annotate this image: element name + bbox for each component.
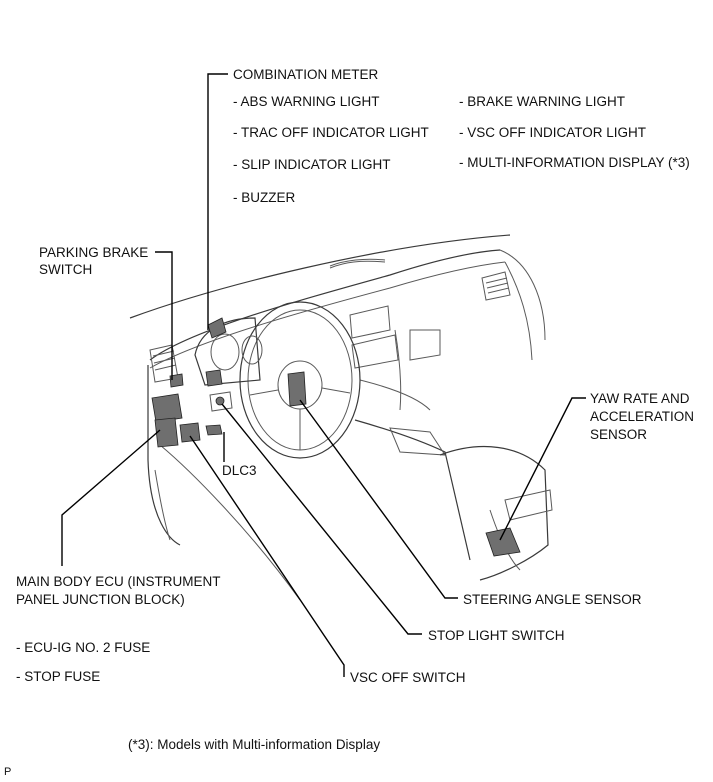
dlc3-label: DLC3 bbox=[222, 463, 257, 478]
leader-stop-light bbox=[221, 403, 422, 635]
vsc-off-switch-part bbox=[179, 422, 201, 443]
parking-brake-switch-label-line2: SWITCH bbox=[39, 262, 93, 277]
stop-fuse-label: - STOP FUSE bbox=[16, 669, 101, 684]
leader-yaw-rate bbox=[499, 397, 586, 541]
yaw-rate-label-line1: YAW RATE AND bbox=[590, 391, 690, 406]
yaw-rate-label-line3: SENSOR bbox=[590, 427, 648, 442]
dlc3-part bbox=[205, 424, 223, 436]
dashboard-outline bbox=[129, 234, 553, 601]
stop-light-switch-label: STOP LIGHT SWITCH bbox=[428, 628, 565, 643]
multi-information-display-label: - MULTI-INFORMATION DISPLAY (*3) bbox=[459, 155, 690, 170]
leader-steering-angle bbox=[299, 399, 458, 599]
abs-warning-light-label: - ABS WARNING LIGHT bbox=[233, 94, 380, 109]
corner-mark: P bbox=[4, 766, 12, 778]
parking-brake-switch-label-line1: PARKING BRAKE bbox=[39, 245, 149, 260]
footnote: (*3): Models with Multi-information Disp… bbox=[128, 737, 381, 752]
leader-parking-brake bbox=[155, 251, 173, 380]
component-parts bbox=[151, 317, 521, 557]
yaw-rate-label-line2: ACCELERATION bbox=[590, 409, 695, 424]
steering-angle-sensor-label: STEERING ANGLE SENSOR bbox=[463, 592, 642, 607]
combination-meter-part bbox=[207, 317, 227, 339]
buzzer-label: - BUZZER bbox=[233, 190, 296, 205]
main-body-ecu-label-line1: MAIN BODY ECU (INSTRUMENT bbox=[16, 574, 221, 589]
combination-meter-label: COMBINATION METER bbox=[233, 67, 379, 82]
vsc-off-indicator-label: - VSC OFF INDICATOR LIGHT bbox=[459, 125, 647, 140]
leader-lines bbox=[61, 73, 586, 677]
steering-wheel bbox=[239, 301, 361, 459]
ecu-ig-no2-fuse-label: - ECU-IG NO. 2 FUSE bbox=[16, 640, 151, 655]
fuse-part bbox=[154, 417, 179, 448]
brake-warning-light-label: - BRAKE WARNING LIGHT bbox=[459, 94, 626, 109]
trac-off-indicator-label: - TRAC OFF INDICATOR LIGHT bbox=[233, 125, 429, 140]
combination-meter-graphic bbox=[194, 317, 263, 386]
yaw-rate-sensor-part bbox=[485, 527, 521, 557]
leader-combination-meter bbox=[207, 73, 228, 330]
leader-vsc-off bbox=[189, 435, 345, 677]
steering-angle-sensor-part bbox=[287, 371, 307, 407]
parking-brake-switch-part bbox=[169, 373, 184, 388]
stop-light-switch-part bbox=[209, 391, 233, 412]
vsc-off-switch-label: VSC OFF SWITCH bbox=[350, 670, 466, 685]
main-body-ecu-label-line2: PANEL JUNCTION BLOCK) bbox=[16, 592, 185, 607]
slip-indicator-label: - SLIP INDICATOR LIGHT bbox=[233, 157, 391, 172]
combination-meter-part-2 bbox=[205, 369, 223, 387]
main-body-ecu-part bbox=[151, 393, 183, 423]
leader-main-body-ecu bbox=[61, 429, 161, 566]
